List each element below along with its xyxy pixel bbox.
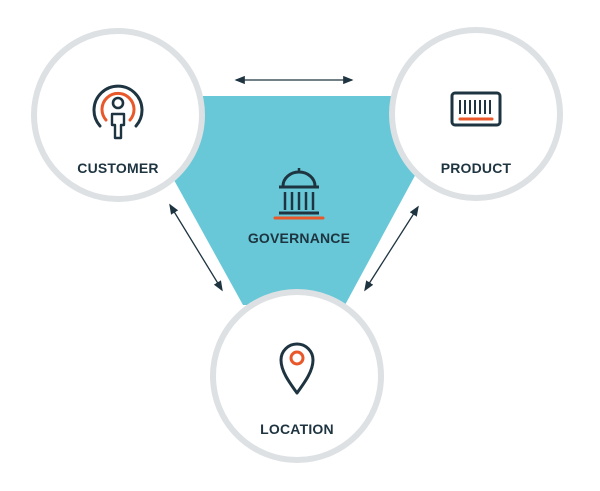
location-label: LOCATION [260,421,334,437]
map-pin-icon [279,342,315,395]
governance-region [174,96,418,305]
capitol-building-icon [273,168,325,220]
barcode-icon [450,91,502,127]
location-node: LOCATION [210,289,384,463]
governance-center: GOVERNANCE [248,168,350,246]
location-circle [210,289,384,463]
arrow-customer-location [169,203,223,292]
product-label: PRODUCT [441,160,512,176]
person-broadcast-icon [92,84,144,140]
customer-node: CUSTOMER [31,28,205,202]
customer-label: CUSTOMER [77,160,158,176]
product-node: PRODUCT [389,27,563,201]
arrow-product-location [364,205,419,292]
governance-label: GOVERNANCE [248,230,350,246]
